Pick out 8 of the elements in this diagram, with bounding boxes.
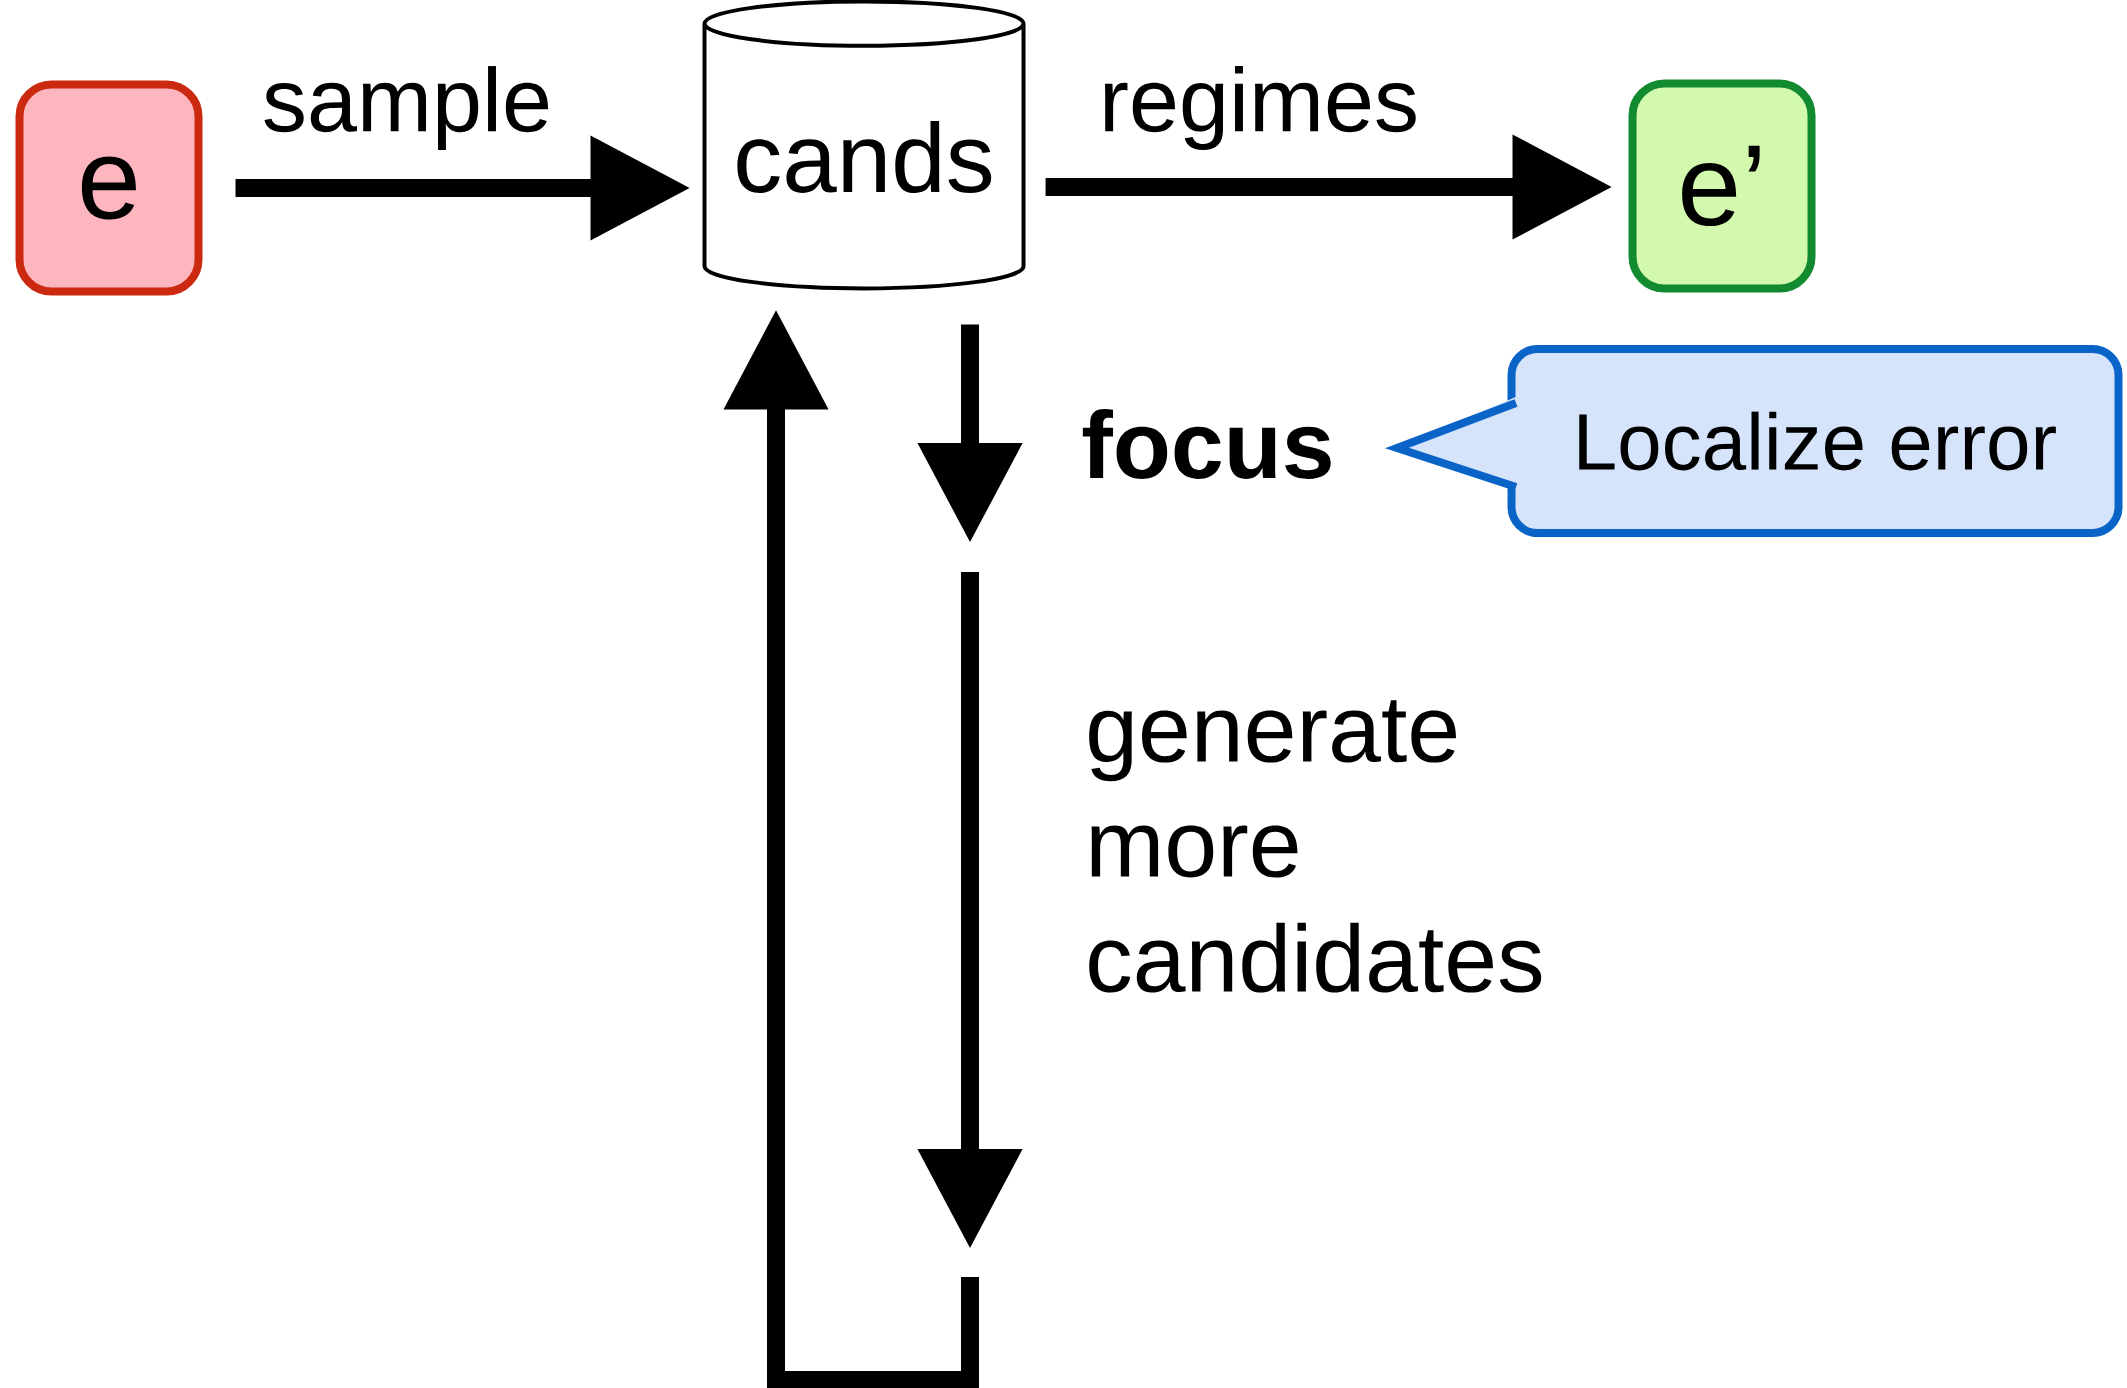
letter-box: e’ — [1628, 79, 1816, 293]
edge-label: regimes — [1104, 66, 1416, 150]
callout-box: Localize error — [1385, 345, 2123, 537]
step-label: generate more candidates — [1089, 700, 1542, 993]
edge-label: sample — [264, 66, 548, 150]
edge-label: focus — [1082, 409, 1331, 479]
database-cylinder: cands — [702, 0, 1026, 291]
letter-box: e — [15, 80, 203, 296]
